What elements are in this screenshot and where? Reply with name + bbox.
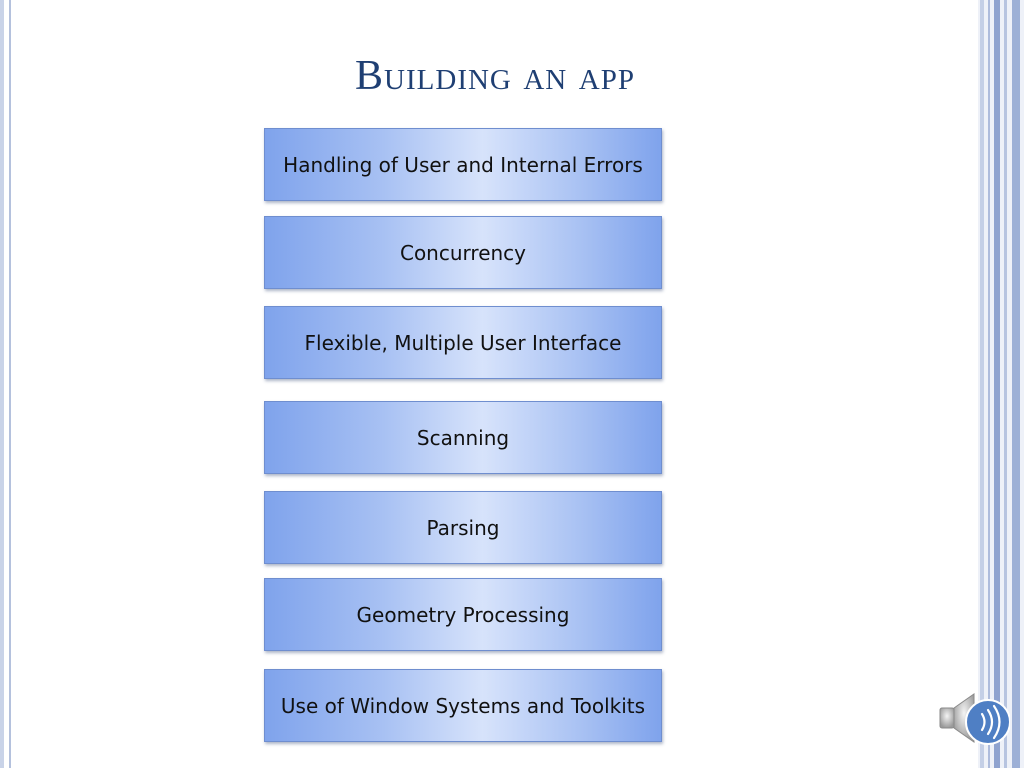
- right-border-stripe: [1012, 0, 1020, 768]
- speaker-icon[interactable]: [938, 688, 1011, 752]
- diagram-box-window-systems: Use of Window Systems and Toolkits: [264, 669, 662, 742]
- diagram-box-scanning: Scanning: [264, 401, 662, 474]
- diagram-box-errors: Handling of User and Internal Errors: [264, 128, 662, 201]
- diagram-box-geometry: Geometry Processing: [264, 578, 662, 651]
- right-border-stripe: [988, 0, 990, 768]
- diagram-box-user-interface: Flexible, Multiple User Interface: [264, 306, 662, 379]
- right-border-stripe: [980, 0, 984, 768]
- diagram-box-concurrency: Concurrency: [264, 216, 662, 289]
- right-border-stripe: [1004, 0, 1007, 768]
- slide-title: Building an app: [355, 53, 635, 99]
- left-border-line-inner: [9, 0, 11, 768]
- right-border-stripe: [994, 0, 1000, 768]
- left-border-line: [0, 0, 4, 768]
- diagram-box-parsing: Parsing: [264, 491, 662, 564]
